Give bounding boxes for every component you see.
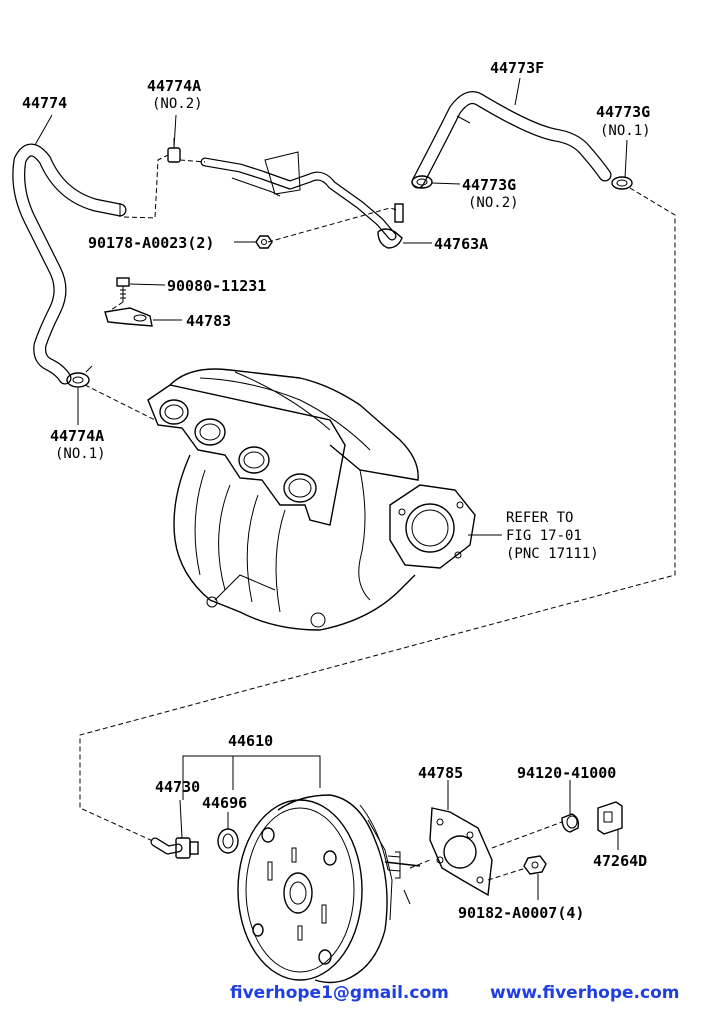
watermark-email: fiverhope1@gmail.com xyxy=(230,983,449,1003)
vacuum-hose-44774 xyxy=(12,143,127,385)
hose-clip-44774a-no1 xyxy=(66,365,93,388)
label-44783: 44783 xyxy=(186,312,231,330)
label-refer-line1: REFER TO xyxy=(506,510,573,526)
vacuum-pipe xyxy=(200,151,397,241)
label-47264d: 47264D xyxy=(593,852,647,870)
label-90182: 90182-A0007(4) xyxy=(458,904,584,922)
label-44774: 44774 xyxy=(22,94,67,112)
hose-clamp-44783 xyxy=(104,307,153,327)
label-44774a-no2-sub: (NO.2) xyxy=(152,96,203,112)
label-44773f: 44773F xyxy=(490,59,544,77)
check-valve-44730 xyxy=(150,837,199,859)
intake-manifold xyxy=(147,368,476,631)
leader-lines xyxy=(34,77,628,900)
assembly-lines xyxy=(79,154,676,881)
label-90080: 90080-11231 xyxy=(167,277,266,295)
label-44696: 44696 xyxy=(202,794,247,812)
spacer-94120 xyxy=(561,813,580,833)
label-44774a-no1-sub: (NO.1) xyxy=(55,446,106,462)
label-44773g-no1-sub: (NO.1) xyxy=(600,123,651,139)
label-44773g-no2-sub: (NO.2) xyxy=(468,195,519,211)
label-44774a-no1: 44774A xyxy=(50,427,104,445)
label-44773g-no1: 44773G xyxy=(596,103,650,121)
label-44773g-no2: 44773G xyxy=(462,176,516,194)
grommet-44696 xyxy=(217,828,239,854)
label-44763a: 44763A xyxy=(434,235,488,253)
bracket-47264d xyxy=(597,801,623,835)
vacuum-connector-44763a xyxy=(377,203,404,249)
label-44730: 44730 xyxy=(155,778,200,796)
part-labels: 44774 44774A (NO.2) 44773F 44773G (NO.1)… xyxy=(22,59,651,922)
label-90178: 90178-A0023(2) xyxy=(88,234,214,252)
label-refer-line2: FIG 17-01 xyxy=(506,528,582,544)
label-94120: 94120-41000 xyxy=(517,764,616,782)
hose-clip-44773g-no2 xyxy=(411,175,433,189)
brake-booster-44610 xyxy=(237,794,421,984)
watermark: fiverhope1@gmail.com www.fiverhope.com xyxy=(230,983,680,1003)
hose-clip-44773g-no1 xyxy=(611,176,633,190)
nut-90182 xyxy=(523,855,547,875)
watermark-website: www.fiverhope.com xyxy=(490,983,680,1003)
bolt-90080 xyxy=(116,277,130,302)
label-44774a-no2: 44774A xyxy=(147,77,201,95)
vacuum-hose-44773f xyxy=(411,91,612,189)
label-refer-line3: (PNC 17111) xyxy=(506,546,599,562)
label-44785: 44785 xyxy=(418,764,463,782)
label-44610: 44610 xyxy=(228,732,273,750)
gasket-44785 xyxy=(429,807,493,897)
